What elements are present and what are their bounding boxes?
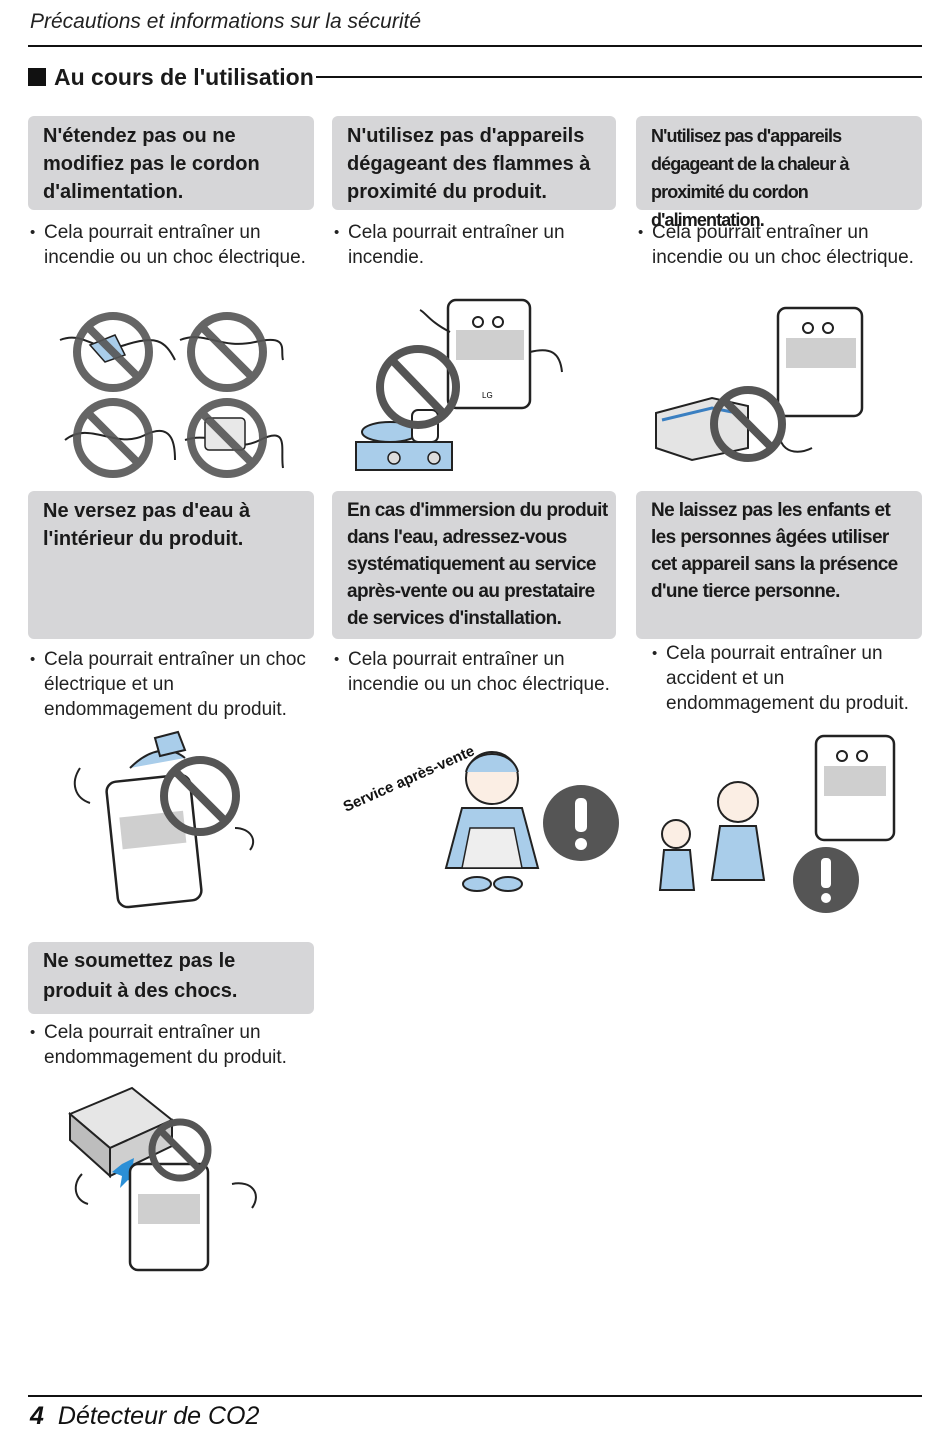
card-6-bullet: Cela pourrait entraîner un accident et u… <box>652 641 922 716</box>
footer-rule <box>28 1395 922 1397</box>
device-brand-label: LG <box>482 391 493 400</box>
cord-prohibited-illustration <box>55 300 285 478</box>
children-warning-illustration <box>650 730 900 914</box>
card-3-bullet: Cela pourrait entraîner un incendie ou u… <box>638 220 928 270</box>
card-2-heading: N'utilisez pas d'appareils dégageant des… <box>332 116 616 210</box>
card-4-heading: Ne versez pas d'eau à l'intérieur du pro… <box>28 491 314 639</box>
card-4-bullet: Cela pourrait entraîner un choc électriq… <box>30 647 320 722</box>
page-header-title: Précautions et informations sur la sécur… <box>30 10 422 33</box>
section-heading: Au cours de l'utilisation <box>28 62 922 92</box>
service-label: Service après-vente <box>342 742 477 815</box>
footer-title: Détecteur de CO2 <box>57 1402 260 1430</box>
card-2-bullet: Cela pourrait entraîner un incendie. <box>334 220 624 270</box>
flame-prohibited-illustration: LG <box>350 292 590 474</box>
card-3-heading: N'utilisez pas d'appareils dégageant de … <box>636 116 922 230</box>
card-7-heading: Ne soumettez pas le produit à des chocs. <box>28 942 314 1014</box>
card-1-heading: N'étendez pas ou ne modifiez pas le cord… <box>28 116 314 210</box>
section-title: Au cours de l'utilisation <box>54 63 314 90</box>
card-1-bullet: Cela pourrait entraîner un incendie ou u… <box>30 220 320 270</box>
card-6-heading: Ne laissez pas les enfants et les person… <box>636 491 922 639</box>
section-rule <box>315 76 922 78</box>
header-rule <box>28 45 922 47</box>
heater-prohibited-illustration <box>652 298 892 470</box>
water-prohibited-illustration <box>60 728 270 910</box>
card-7-bullet: Cela pourrait entraîner un endommagement… <box>30 1020 320 1070</box>
page-footer: 4 Détecteur de CO2 <box>30 1402 259 1431</box>
service-illustration: Service après-vente <box>342 728 627 898</box>
page-number: 4 <box>30 1402 44 1430</box>
card-5-bullet: Cela pourrait entraîner un incendie ou u… <box>334 647 624 697</box>
shock-prohibited-illustration <box>62 1084 272 1276</box>
section-square-icon <box>28 68 46 86</box>
card-5-heading: En cas d'immersion du produit dans l'eau… <box>332 491 616 639</box>
